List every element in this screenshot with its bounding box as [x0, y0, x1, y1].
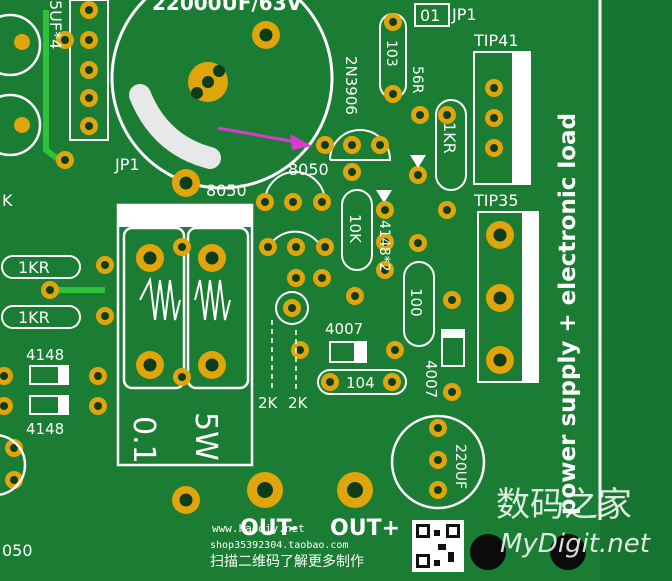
main-capacitor	[110, 0, 334, 197]
watermark-cn: 数码之家	[496, 485, 632, 525]
label-diode-4007-b: 4007	[422, 360, 440, 398]
label-diode-4148x2: 4148*2	[376, 220, 392, 272]
label-title-vertical: power supply + electronic load	[555, 113, 581, 515]
label-res-10k: 10K	[346, 214, 364, 244]
qr-code	[412, 520, 464, 572]
label-cap-side: 5UF*4	[46, 0, 65, 49]
label-tip35: TIP35	[473, 191, 519, 210]
label-res-1kr-a: 1KR	[18, 258, 50, 277]
label-shunt-value: 0.1	[126, 416, 161, 464]
label-res-1kr-b: 1KR	[18, 308, 50, 327]
label-tip41: TIP41	[473, 31, 519, 50]
shunt-resistor	[116, 203, 254, 467]
label-out-plus: OUT+	[330, 516, 400, 541]
left-capacitors	[0, 13, 42, 157]
label-capacitor-top: 22000UF/63V	[152, 0, 303, 15]
label-cap-104: 104	[346, 374, 375, 392]
label-8050-b: 8050	[206, 181, 247, 200]
watermark-en: MyDigit.net	[500, 529, 651, 559]
label-shop: shop35392304.taobao.com	[210, 540, 348, 551]
label-scan: 扫描二维码了解更多制作	[210, 553, 364, 570]
label-res-103: 103	[383, 40, 399, 67]
label-res-56r: 56R	[409, 66, 425, 94]
label-cap-220uf: 220UF	[452, 444, 468, 489]
label-2n3906: 2N3906	[342, 56, 360, 115]
label-diode-4148-b: 4148	[26, 420, 64, 438]
label-site: www.haodiy.net	[212, 522, 305, 535]
label-diode-4148-a: 4148	[26, 346, 64, 364]
label-res-100: 100	[407, 288, 425, 317]
label-shunt-power: 5W	[188, 412, 223, 461]
label-8050-a: 8050	[288, 160, 329, 179]
label-jp1-left: JP1	[114, 155, 140, 174]
label-out-minus: OUT-	[240, 516, 297, 541]
label-diode-4007-a: 4007	[325, 320, 363, 338]
label-res-2k-a: 2K	[258, 394, 279, 412]
label-jp1-top: JP1	[451, 5, 477, 24]
label-left-mid: K	[2, 191, 13, 210]
label-bottom-left: 050	[2, 541, 33, 560]
label-res-2k-b: 2K	[288, 394, 309, 412]
label-res-1kr-right: 1KR	[440, 122, 459, 154]
label-jp1-pin: 01	[420, 6, 440, 25]
